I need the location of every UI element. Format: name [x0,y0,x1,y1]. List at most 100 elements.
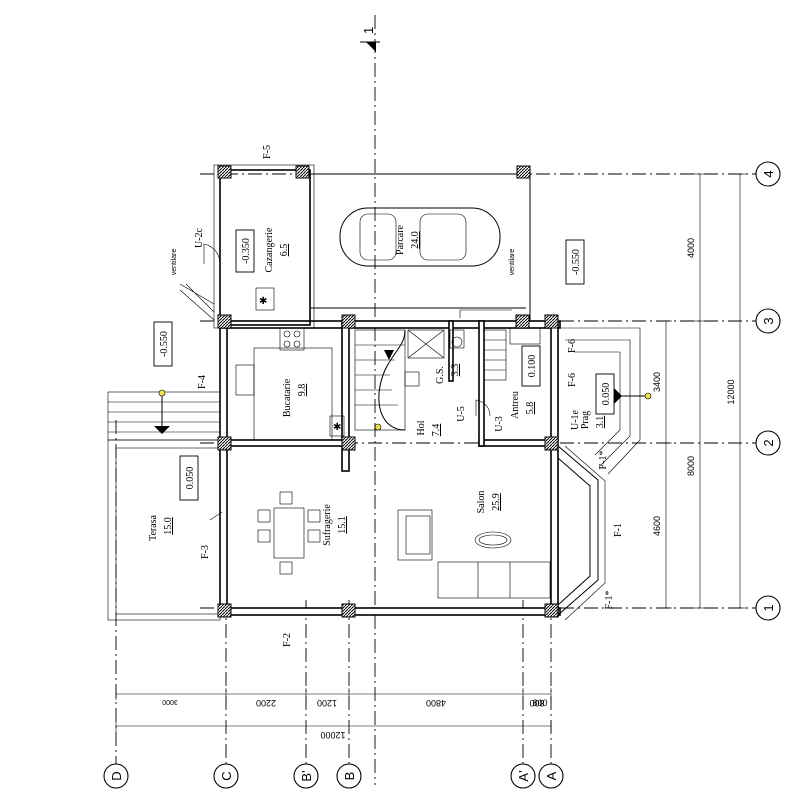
axis-label-B: B [342,772,357,781]
vent-label-2: ventilare [509,249,516,276]
window-label-f1-star-b: F-1* [598,451,609,470]
room-name: G.S. [435,366,446,384]
room-area: 15.0 [163,517,174,535]
window-label-f2: F-2 [282,633,293,647]
porch-inner [575,351,621,456]
porch-arrow [614,388,622,404]
car-icon [339,207,501,267]
axis-label-A1: A' [516,770,531,781]
room-prag: Prag 3.1 0.050 [580,373,615,429]
room-salon: Salon 25.9 [476,491,502,514]
door-label-u3: U-3 [494,416,505,432]
room-hol: Hol 7.4 [416,420,442,436]
dim-right-12000: 12000 [726,379,736,404]
bay-window-outer [557,445,599,616]
coffee-table [474,531,512,549]
room-parcare: Parcare 24.0 -0.550 [395,224,585,285]
window-label-f1-star-a: F-1* [604,591,615,610]
boiler [255,287,275,311]
stairs [354,329,406,431]
room-level: 0.100 [527,355,538,378]
axis-label-1: 1 [761,604,776,611]
outer-walls [219,320,561,617]
door-u5 [475,399,491,417]
room-name: Sufragerie [322,504,333,546]
room-name: Prag [580,411,591,429]
room-area: 25.9 [491,493,502,511]
shower-tray [407,329,445,359]
room-name: Hol [416,420,427,435]
porch-mid [565,339,631,467]
toilet-fixture [449,329,465,349]
section-label: 1 [361,27,376,34]
dim-bottom-3000: 3000 [162,698,178,705]
room-area: 9.8 [297,384,308,397]
room-antreu: Antreu 5.8 0.100 [510,345,541,419]
level-west-box [153,321,173,367]
room-area: 6.5 [279,244,290,257]
room-level: -0.550 [571,249,582,275]
chimney [329,415,345,437]
dim-right-3400: 3400 [652,372,662,392]
window-label-f6-b: F-6 [567,373,578,387]
axis-label-A: A [544,771,559,780]
room-name: Terasa [148,514,159,541]
room-name: Cazangerie [264,227,275,273]
terrace-steps [107,389,221,441]
bottom-dimensions: 3000 2200 1200 4800 800 800 12000 [115,688,552,740]
columns [217,165,559,618]
bay-window-sill [564,445,606,621]
window-label-f3: F-3 [200,545,211,559]
door-u2c [203,243,221,265]
window-label-f4: F-4 [197,375,208,389]
axis-label-3: 3 [761,317,776,324]
dining-table [257,491,321,575]
room-bucatarie: Bucatarie 9.8 [282,378,308,417]
dim-right-8000: 8000 [686,456,696,476]
vent-lines [179,283,215,321]
svg-text:✱: ✱ [333,422,341,433]
right-dimensions: 4000 4600 3400 8000 12000 [652,173,746,609]
annex-walls [213,164,531,329]
svg-text:✱: ✱ [259,296,267,307]
axis-bubbles-right: 4 3 2 1 [755,161,781,621]
armchair [397,509,433,561]
room-area: 5.8 [525,402,536,415]
room-level: -0.350 [241,238,252,264]
room-terasa: Terasa 15.0 0.050 [148,455,199,541]
sink-fixture [404,371,420,387]
room-cazangerie: Cazangerie 6.5 -0.350 [235,227,290,273]
room-area: 3.1 [595,416,606,429]
room-name: Salon [476,491,487,514]
vent-line-2 [459,309,512,318]
door-f3 [209,511,223,521]
room-area: 15.1 [337,516,348,534]
level-west: -0.550 [159,331,170,357]
vent-label-1: ventilare [171,249,178,276]
dim-right-4600: 4600 [652,516,662,536]
axis-label-C: C [219,771,234,780]
axis-bubbles-bottom: D C B' B A' A [103,763,564,789]
dim-bottom-800a: 800 [529,698,544,708]
room-gs: G.S. 3.3 [435,364,461,384]
hall-wardrobe [483,327,541,381]
room-name: Parcare [395,224,406,255]
axis-label-B1: B' [299,770,314,781]
kitchen-sink [235,364,255,396]
dim-bottom-2200: 2200 [256,698,276,708]
porch-level-dot [644,392,652,400]
stove [279,327,305,351]
dim-bottom-1200: 1200 [317,698,337,708]
door-label-u2c: U-2c [194,227,205,248]
room-name: Bucatarie [282,378,293,417]
room-level: 0.050 [185,467,196,490]
room-level: 0.050 [601,383,612,406]
sofa [437,561,551,599]
dim-bottom-4800: 4800 [426,698,446,708]
dim-bottom-total: 12000 [320,730,345,740]
dim-bottom-800b: 800 [532,698,547,708]
room-name: Antreu [510,391,521,419]
room-area: 7.4 [431,424,442,437]
window-label-f6-a: F-6 [567,339,578,353]
window-label-f5: F-5 [262,145,273,159]
